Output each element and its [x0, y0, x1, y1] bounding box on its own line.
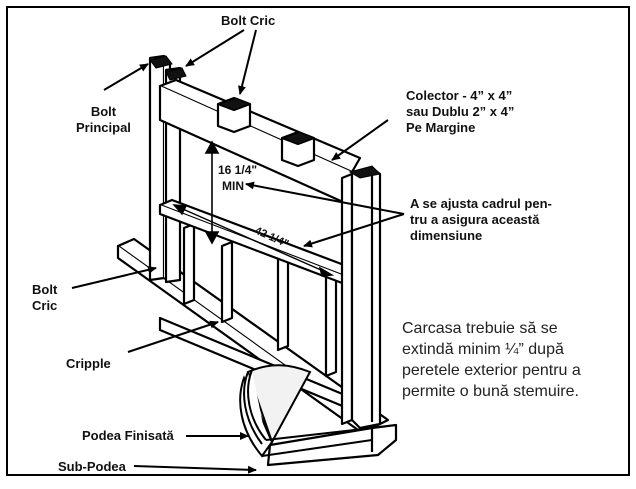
label-bolt-cric-left-line1: Bolt [32, 282, 58, 297]
note-line3: peretele exterior pentru a [402, 362, 581, 379]
width-dimension [172, 204, 335, 277]
label-bolt-cric-left-line2: Cric [32, 298, 58, 313]
cripple-stud [324, 266, 338, 378]
label-bolt-cric-top: Bolt Cric [221, 13, 276, 28]
cripple-stud [182, 222, 196, 306]
label-bolt-principal-line2: Principal [76, 120, 131, 135]
label-colector-line1: Colector - 4” x 4” [406, 88, 513, 103]
callout-arrows [71, 29, 405, 474]
label-ajusta: A se ajusta cadrul pen- tru a asigura ac… [410, 196, 552, 244]
diagram-border [6, 6, 630, 476]
cripple-stud [276, 252, 290, 352]
height-min: MIN [222, 179, 244, 193]
label-colector-line2: sau Dublu 2” x 4” [406, 104, 515, 119]
note-line4: permite o bună stemuire. [402, 383, 579, 400]
note-line1: Carcasa trebuie să se [402, 320, 558, 337]
installation-note: Carcasa trebuie să se extindă minim ¼” d… [402, 318, 581, 402]
finished-floor [239, 364, 373, 458]
label-sub-podea: Sub-Podea [58, 459, 126, 474]
label-bolt-cric-left: Bolt Cric [32, 282, 57, 314]
label-colector-line3: Pe Margine [406, 120, 476, 135]
label-cripple: Cripple [66, 356, 111, 371]
label-bolt-principal: Bolt Principal [76, 104, 131, 136]
jack-stud-right [340, 172, 354, 426]
label-ajusta-line2: tru a asigura această [410, 212, 540, 227]
wall-frame [116, 54, 398, 467]
label-ajusta-line1: A se ajusta cadrul pen- [410, 196, 552, 211]
height-value: 16 1/4" [218, 163, 257, 177]
stud-tops [149, 55, 382, 179]
note-line2: extindă minim ¼” după [402, 341, 564, 358]
cripple-stud [220, 240, 234, 324]
label-colector: Colector - 4” x 4” sau Dublu 2” x 4” Pe … [406, 88, 514, 136]
label-podea-finisata: Podea Finisată [82, 428, 174, 443]
label-ajusta-line3: dimensiune [410, 228, 483, 243]
height-dimension [204, 140, 220, 245]
label-bolt-principal-line1: Bolt [90, 104, 117, 119]
